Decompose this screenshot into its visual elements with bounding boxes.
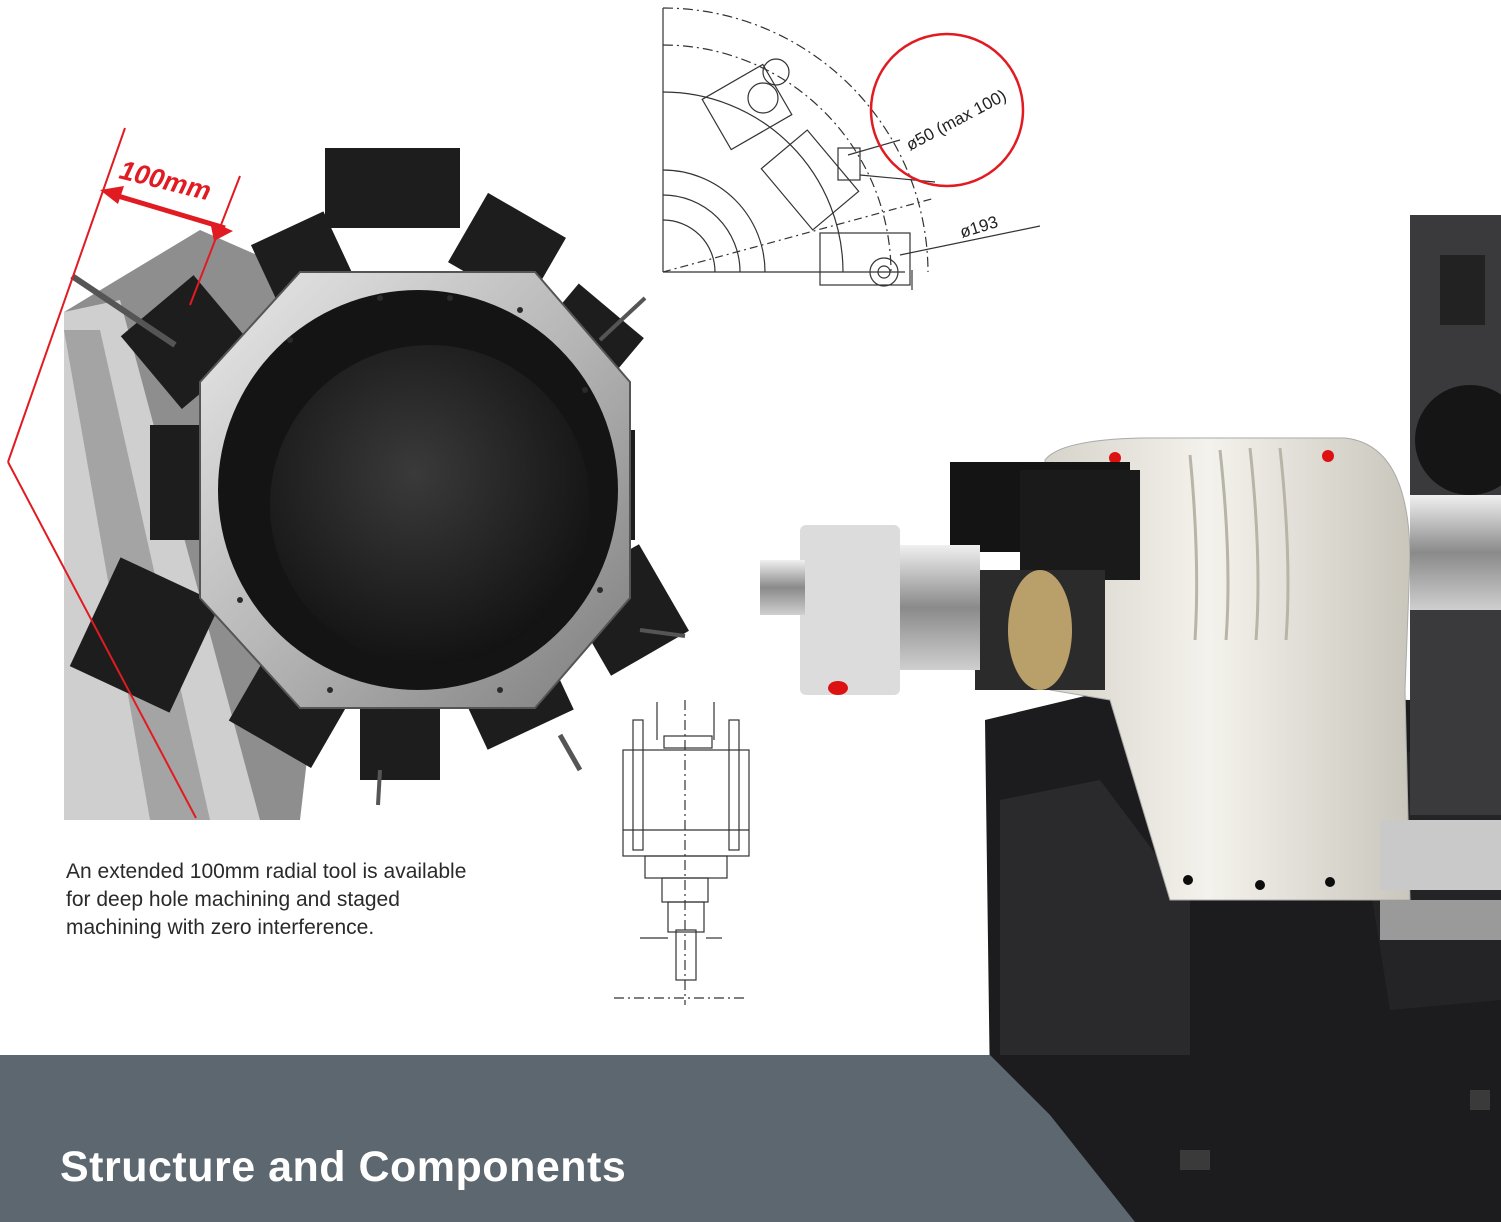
section-title: Structure and Components: [60, 1143, 627, 1191]
section-band: [0, 1055, 1501, 1222]
feature-caption: An extended 100mm radial tool is availab…: [66, 860, 467, 939]
